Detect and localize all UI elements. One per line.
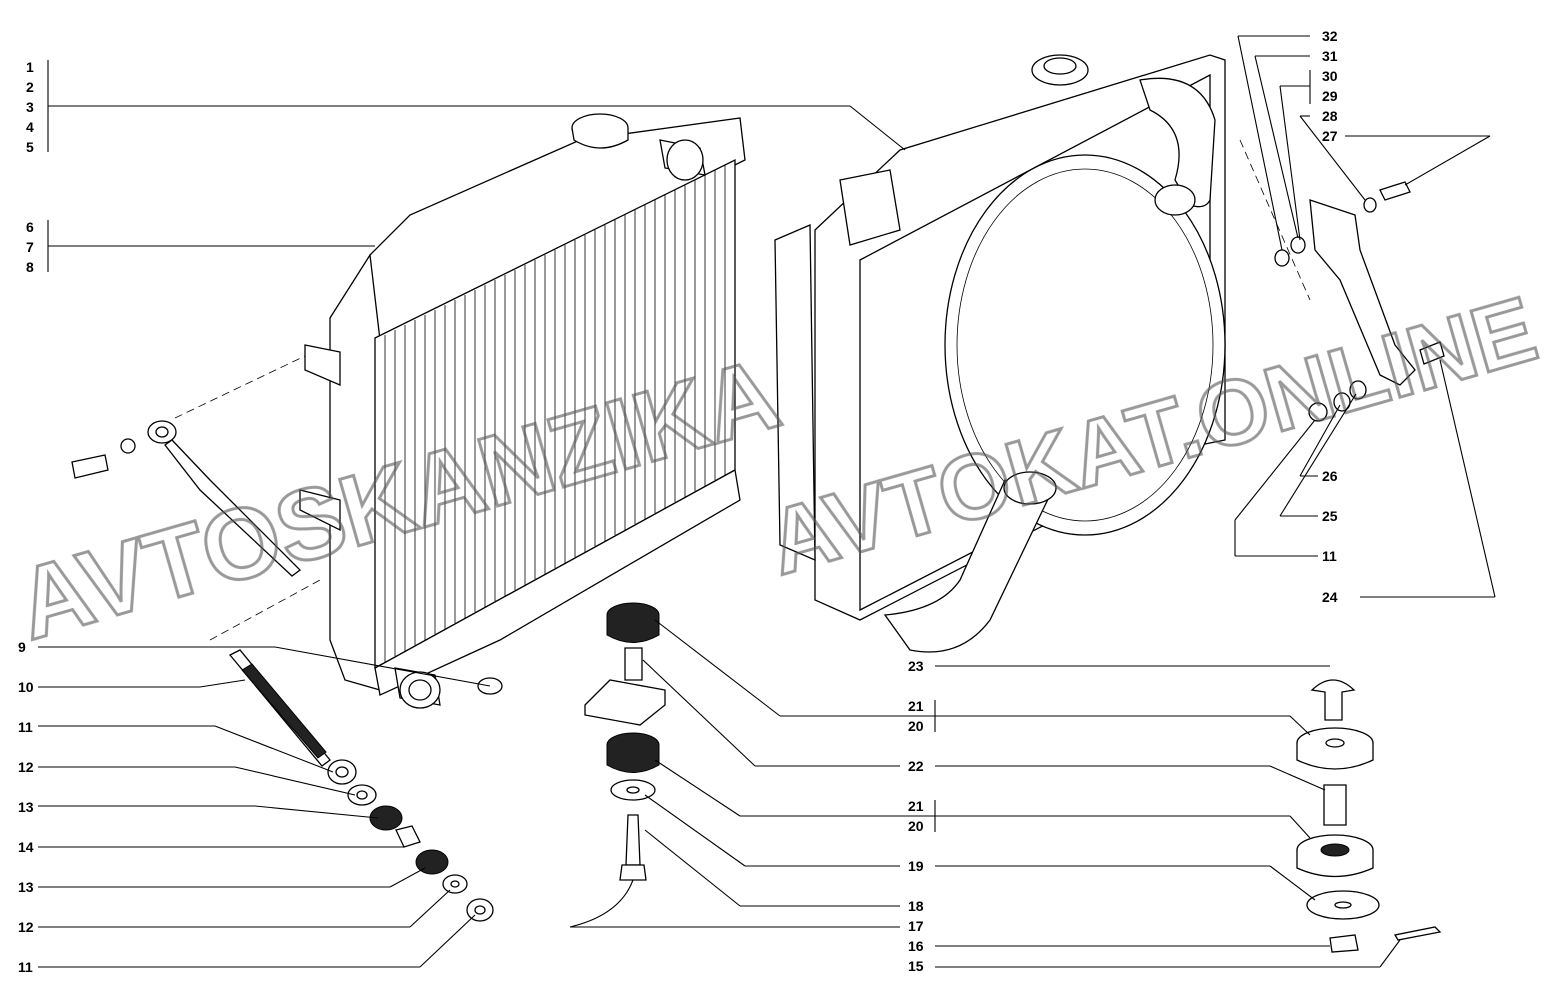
callout-9: 9: [18, 639, 26, 655]
filler-neck: [571, 113, 629, 149]
upper-outlet-pipe: [659, 139, 706, 181]
callout-11-a: 11: [18, 719, 33, 735]
callout-8: 8: [26, 259, 34, 275]
callout-6: 6: [26, 219, 34, 235]
washer-26: [1333, 392, 1351, 412]
watermark: AVTOSKANZIKA AVTOKAT.ONLINE: [4, 276, 1544, 662]
callout-10: 10: [18, 679, 34, 695]
callout-22: 22: [908, 758, 924, 774]
washer-28: [1363, 197, 1377, 213]
callout-23: 23: [908, 658, 924, 674]
stay-rod-assembly: [71, 355, 321, 641]
callout-15: 15: [908, 958, 924, 974]
callout-12-b: 12: [18, 919, 34, 935]
side-mounting-bracket: [774, 224, 816, 561]
callout-32: 32: [1322, 28, 1338, 44]
washer-29: [1290, 236, 1306, 254]
callout-18: 18: [908, 898, 924, 914]
washer-12b: [442, 874, 468, 894]
callout-5: 5: [26, 139, 34, 155]
right-mount-stack: [1296, 679, 1442, 953]
callout-3: 3: [26, 99, 34, 115]
bolt-27: [1379, 181, 1411, 201]
callout-4: 4: [26, 119, 34, 135]
callout-26: 26: [1322, 468, 1338, 484]
radiator-fins-left: [384, 165, 726, 662]
callout-20-a: 20: [908, 718, 924, 734]
callout-24: 24: [1322, 589, 1338, 605]
callout-27: 27: [1322, 128, 1338, 144]
upper-mounting-bracket: [304, 344, 341, 386]
nut-11b: [466, 898, 494, 922]
callout-16: 16: [908, 938, 924, 954]
callout-19: 19: [908, 858, 924, 874]
callout-25: 25: [1322, 508, 1338, 524]
callout-28: 28: [1322, 108, 1338, 124]
callout-11-c: 11: [1322, 548, 1337, 564]
nut-11c: [1308, 402, 1328, 422]
leader-lines: [38, 35, 1496, 968]
callout-29: 29: [1322, 88, 1338, 104]
callout-11-b: 11: [18, 959, 33, 975]
upper-stay-bracket: [1239, 139, 1416, 386]
callout-13-b: 13: [18, 879, 34, 895]
lower-outlet-pipe: [394, 667, 441, 709]
callout-labels: 1 2 3 4 5 6 7 8 9 10 11 12 13 14 13 12 1…: [18, 28, 1338, 975]
callout-13-a: 13: [18, 799, 34, 815]
washer-12a: [347, 784, 377, 806]
callout-21-b: 21: [908, 798, 924, 814]
upper-hose: [1139, 77, 1216, 208]
center-mount-stack: [569, 602, 666, 928]
callout-1: 1: [26, 59, 34, 75]
radiator-core-left: [299, 113, 746, 709]
callout-31: 31: [1322, 48, 1338, 64]
washer-25: [1349, 380, 1367, 400]
nut-11a: [327, 759, 357, 785]
radiator-assembly-right: [774, 54, 1226, 653]
rubber-cushion-13a: [369, 805, 403, 831]
spacer-sleeve-14: [395, 825, 421, 848]
fan-shroud: [944, 154, 1226, 536]
callout-21-a: 21: [908, 698, 924, 714]
radiator-cap: [1031, 54, 1089, 86]
callout-30: 30: [1322, 68, 1338, 84]
callout-7: 7: [26, 239, 34, 255]
threaded-rod: [228, 649, 331, 767]
callout-17: 17: [908, 918, 924, 934]
bolt-24: [1419, 341, 1445, 365]
nut-31: [1274, 249, 1290, 267]
lower-hose: [883, 479, 1051, 653]
lower-mounting-bracket: [299, 489, 341, 532]
callout-12-a: 12: [18, 759, 34, 775]
callout-2: 2: [26, 79, 34, 95]
callout-14: 14: [18, 839, 34, 855]
top-corner-bracket: [839, 169, 901, 246]
callout-20-b: 20: [908, 818, 924, 834]
